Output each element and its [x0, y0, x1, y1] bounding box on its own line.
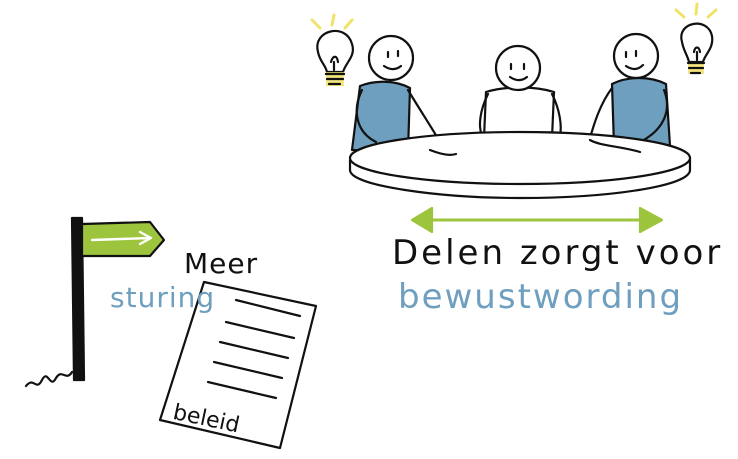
person-left [352, 36, 440, 152]
table [350, 132, 690, 198]
lightbulb-icon [676, 4, 716, 74]
double-arrow-icon [412, 208, 662, 232]
lightbulb-icon [312, 15, 353, 86]
sign-line2: sturing [110, 284, 215, 312]
person-right [590, 34, 670, 146]
person-middle [480, 46, 561, 138]
caption-line2: bewustwording [398, 280, 683, 314]
caption-line1: Delen zorgt voor [392, 236, 723, 270]
sign-line1: Meer [184, 250, 258, 278]
